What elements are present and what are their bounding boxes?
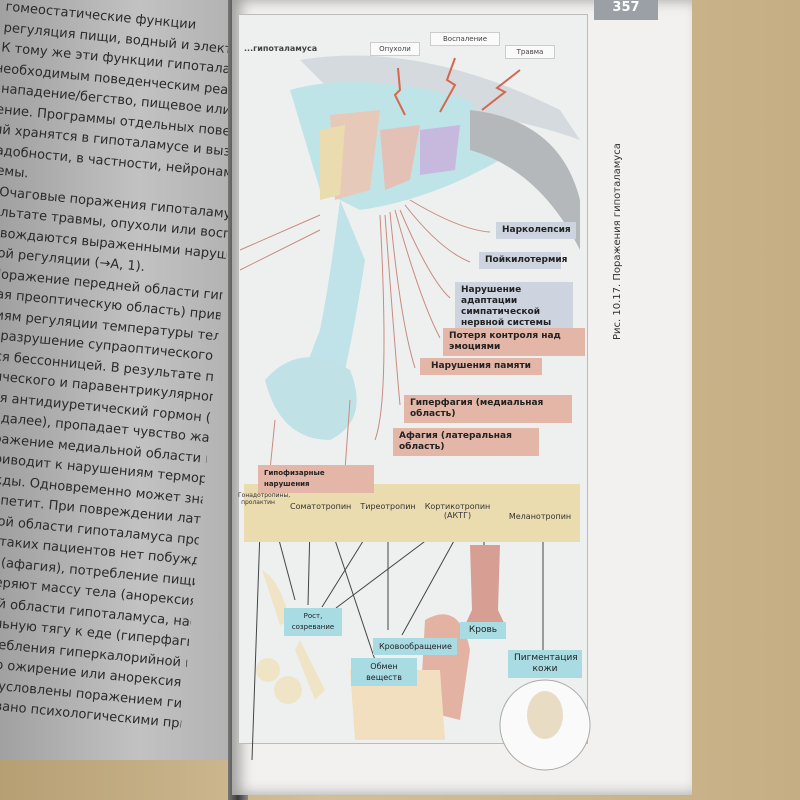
hormone-melanotropin: Меланотропин — [508, 512, 572, 521]
target-blood: Кровь — [460, 622, 506, 639]
cause-tumor: Опухоли — [370, 42, 420, 56]
target-circulation: Кровообращение — [373, 638, 457, 655]
disorder-poikilothermia: Пойкилотермия — [479, 252, 567, 269]
pituitary-disorders-label: Гипофизарные нарушения — [258, 465, 374, 493]
disorder-sympathetic-adaptation: Нарушение адаптации симпатической нервно… — [455, 282, 573, 332]
disorder-aphagia: Афагия (латеральная область) — [393, 428, 539, 456]
left-page — [0, 0, 245, 760]
cause-trauma: Травма — [505, 45, 555, 59]
disorder-emotion-control: Потеря контроля над эмоциями — [443, 328, 585, 356]
disorder-narcolepsy: Нарколепсия — [496, 222, 576, 239]
hormone-somatotropin: Соматотропин — [290, 502, 352, 511]
hormone-gonadotropins: Гонадотропины, пролактин — [238, 492, 291, 506]
disorder-hyperphagia: Гиперфагия (медиальная область) — [404, 395, 572, 423]
disorder-memory: Нарушения памяти — [420, 358, 542, 375]
target-growth: Рост, созревание — [284, 608, 342, 636]
page-number: 357 — [594, 0, 658, 20]
figure-header: ...гипоталамуса — [244, 44, 318, 53]
hormone-thyrotropin: Тиреотропин — [360, 502, 416, 511]
cause-inflammation: Воспаление — [430, 32, 500, 46]
target-metabolism: Обмен веществ — [351, 658, 417, 686]
hormone-corticotropin: Кортикотропин (АКТГ) — [424, 502, 491, 520]
target-skin-pigmentation: Пигментация кожи — [508, 650, 582, 678]
hormone-band — [244, 484, 580, 542]
